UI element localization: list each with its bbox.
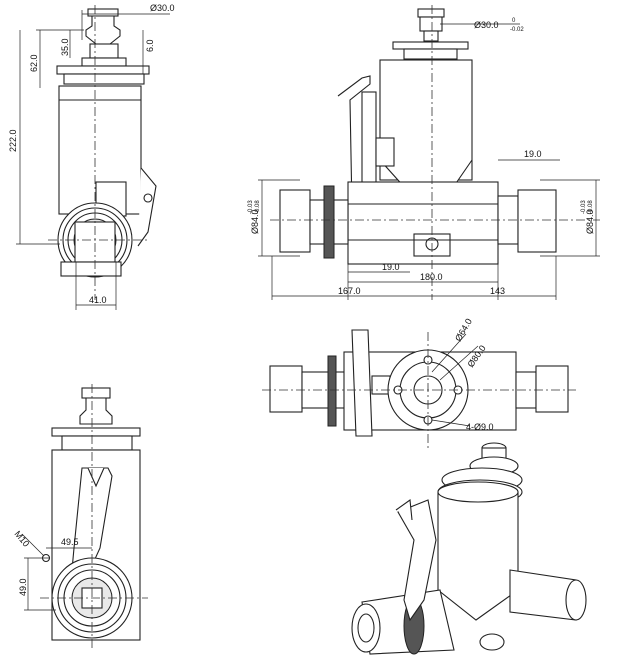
dim-port-right-tol-lower: -0.08 — [588, 200, 594, 214]
dim-front-flange-tol-lower: -0.02 — [510, 27, 524, 33]
dim-143: 143 — [490, 286, 505, 296]
dim-19-left: 19.0 — [382, 262, 400, 272]
dim-m10: M10 — [12, 529, 31, 549]
dim-top-flange: Ø30.0 — [150, 3, 175, 13]
isometric-view — [351, 442, 587, 655]
dim-62: 62.0 — [29, 54, 39, 72]
dim-49: 49.0 — [18, 578, 28, 596]
dim-holes: 4-Ø9.0 — [466, 422, 494, 432]
dim-bolt-circle: Ø64.0 — [453, 317, 474, 343]
dim-35: 35.0 — [60, 38, 70, 56]
dim-19-right: 19.0 — [524, 149, 542, 159]
dim-port-left: Ø84.0 — [250, 209, 260, 234]
dim-222: 222.0 — [8, 129, 18, 152]
dim-front-flange: Ø30.0 — [474, 20, 499, 30]
dim-49-5: 49.5 — [61, 537, 79, 547]
dim-41: 41.0 — [89, 295, 107, 305]
dim-port-left-tol-lower: -0.08 — [255, 200, 261, 214]
rear-view: M10 49.5 49.0 — [12, 384, 148, 650]
top-view: Ø64.0 Ø80.0 4-Ø9.0 — [262, 317, 576, 448]
dim-port-right: Ø84.0 — [585, 209, 595, 234]
front-view: Ø30.0 0 -0.02 19.0 Ø84.0 -0.03 -0.08 Ø84… — [248, 5, 600, 300]
side-view: Ø30.0 62.0 35.0 6.0 222.0 41.0 — [8, 3, 175, 310]
dim-port-left-tol-upper: -0.03 — [248, 200, 254, 214]
dim-180: 180.0 — [420, 272, 443, 282]
dim-front-flange-tol-upper: 0 — [512, 18, 516, 24]
dim-port-right-tol-upper: -0.03 — [581, 200, 587, 214]
dim-6: 6.0 — [145, 39, 155, 52]
dim-167: 167.0 — [338, 286, 361, 296]
